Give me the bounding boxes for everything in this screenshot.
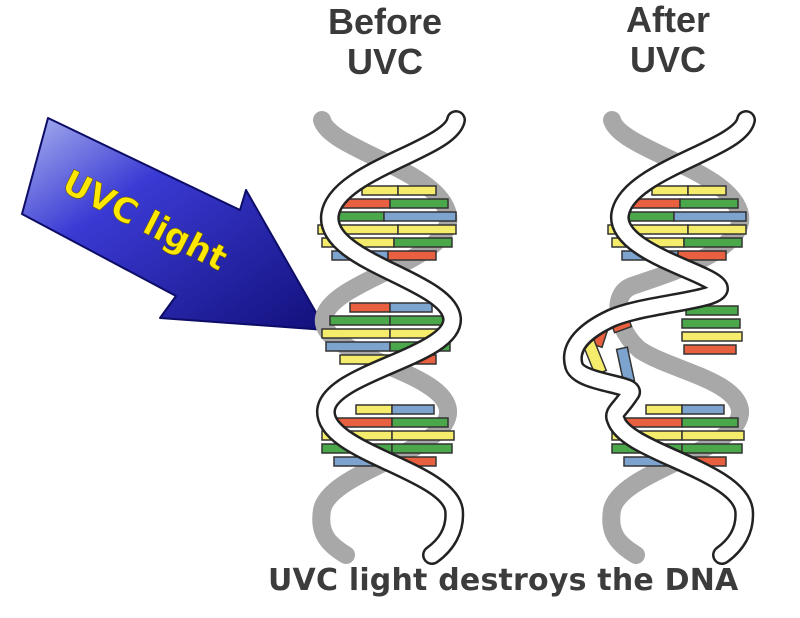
dna-helix-after (562, 110, 756, 565)
dna-helix-before (312, 110, 466, 565)
before-label-line2: UVC (346, 41, 423, 82)
uvc-light-arrow: UVC light (21, 117, 327, 331)
before-label-line1: Before (327, 1, 443, 42)
caption: UVC light destroys the DNA (268, 563, 739, 598)
after-uvc-label: After UVC (588, 0, 748, 80)
after-label-line1: After (625, 0, 710, 40)
after-label-line2: UVC (629, 39, 706, 80)
before-uvc-label: Before UVC (300, 2, 470, 82)
